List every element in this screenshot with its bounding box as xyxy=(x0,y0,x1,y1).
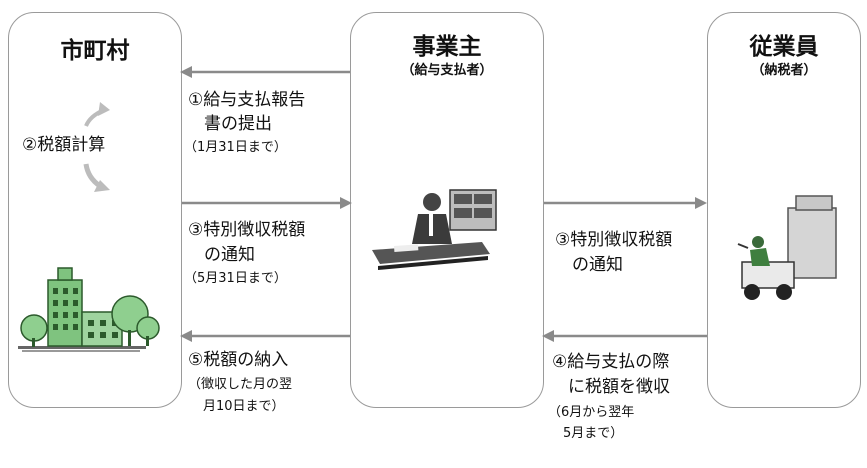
step1-note: （1月31日まで） xyxy=(184,140,287,155)
employee-subtitle: （納税者） xyxy=(751,63,817,78)
employer-subtitle: （給与支払者） xyxy=(401,63,493,78)
employee-title: 従業員 xyxy=(749,34,819,60)
step3-left-line2: の通知 xyxy=(204,245,255,265)
forklift-worker-icon xyxy=(737,195,837,300)
cycle-arrows-icon xyxy=(83,102,110,192)
step4-line1: ④給与支払の際 xyxy=(552,352,670,372)
step4-line2: に税額を徴収 xyxy=(568,377,670,397)
step5-note2: 月10日まで） xyxy=(203,399,285,414)
step3-right-line1: ③特別徴収税額 xyxy=(555,230,673,250)
city-buildings-icon xyxy=(18,267,160,352)
step3-left-line1: ③特別徴収税額 xyxy=(188,220,306,240)
office-worker-icon xyxy=(372,189,497,270)
step4-note2: 5月まで） xyxy=(563,426,624,441)
step1-line2: 書の提出 xyxy=(204,114,272,134)
employer-title: 事業主 xyxy=(412,34,482,60)
step5-note1: （徴収した月の翌 xyxy=(188,377,293,392)
step1-line1: ①給与支払報告 xyxy=(188,90,306,110)
municipality-title: 市町村 xyxy=(60,38,130,64)
step2-label: ②税額計算 xyxy=(22,135,106,155)
step3-right-line2: の通知 xyxy=(572,255,623,275)
step3-left-note: （5月31日まで） xyxy=(184,271,287,286)
step5-line1: ⑤税額の納入 xyxy=(188,350,289,370)
step4-note1: （6月から翌年 xyxy=(548,405,635,420)
employer-box: 事業主 （給与支払者） xyxy=(350,12,544,408)
